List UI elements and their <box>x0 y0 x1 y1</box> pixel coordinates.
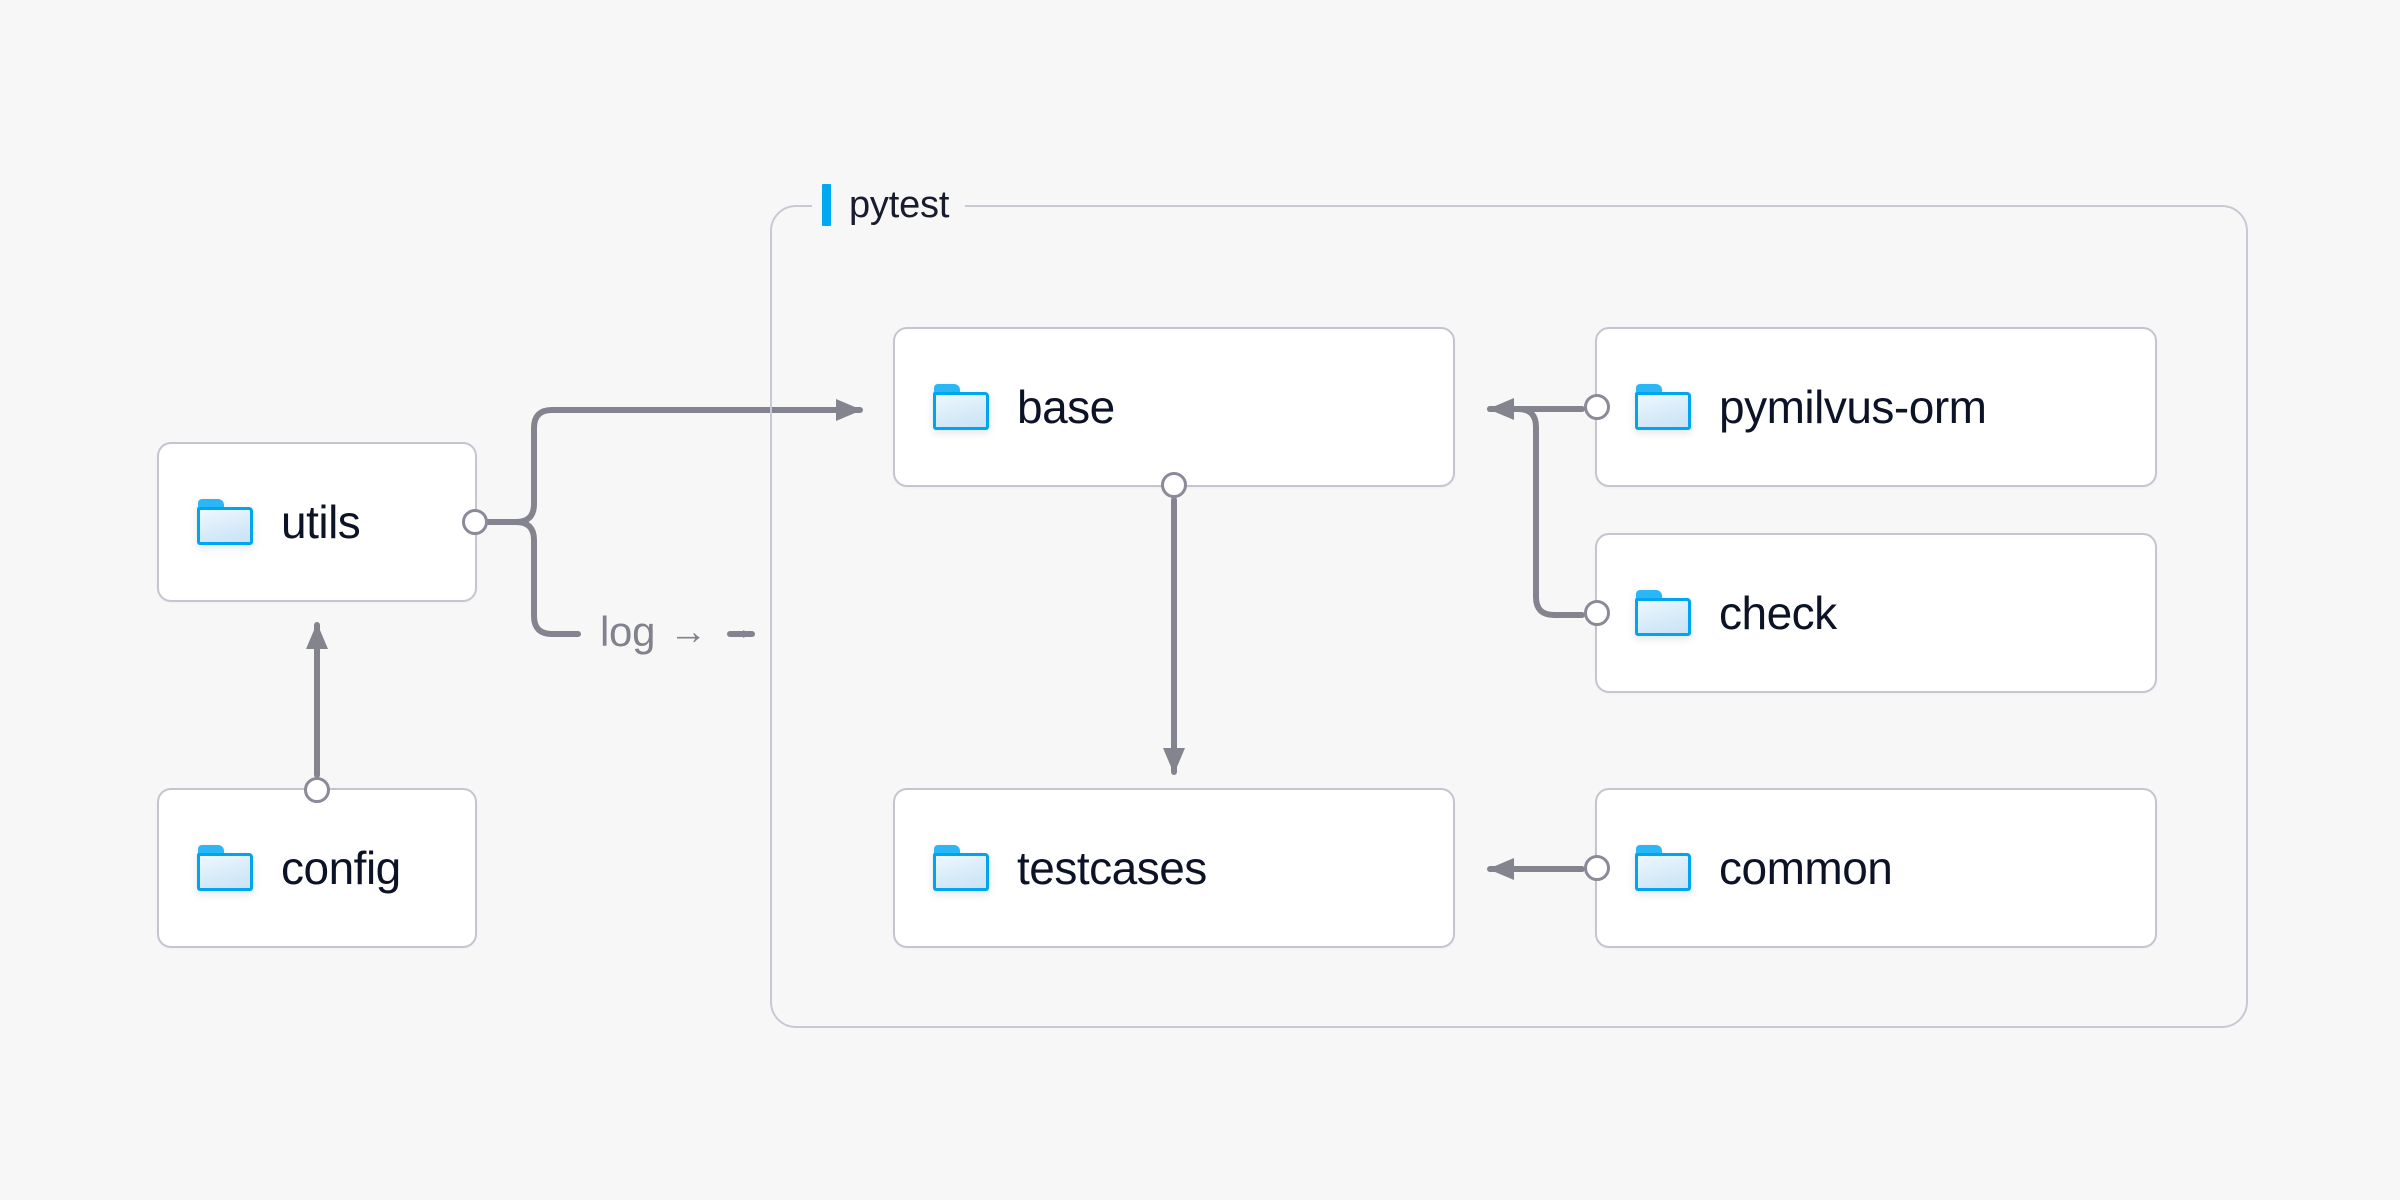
folder-icon <box>1635 845 1691 891</box>
edge-label-log-text: log <box>600 608 656 655</box>
folder-icon <box>1635 384 1691 430</box>
arrow-right-icon: → <box>669 611 707 653</box>
node-label-config: config <box>281 842 401 894</box>
folder-icon <box>933 384 989 430</box>
port-common-left[interactable] <box>1584 855 1610 881</box>
node-check[interactable]: check <box>1584 533 2157 693</box>
pytest-group-label: pytest <box>812 178 966 232</box>
port-base-bottom[interactable] <box>1161 472 1187 498</box>
group-title-text: pytest <box>849 183 950 226</box>
node-label-utils: utils <box>281 496 361 548</box>
folder-icon <box>197 845 253 891</box>
node-label-base: base <box>1017 381 1115 433</box>
pytest-group-container[interactable] <box>770 205 2248 1028</box>
node-utils[interactable]: utils <box>157 442 488 602</box>
folder-icon <box>933 845 989 891</box>
node-config[interactable]: config <box>157 777 477 948</box>
node-label-testcases: testcases <box>1017 842 1207 894</box>
vertical-bar-accent-icon <box>822 184 831 226</box>
node-label-check: check <box>1719 587 1837 639</box>
folder-icon <box>1635 590 1691 636</box>
port-utils-right[interactable] <box>462 509 488 535</box>
port-config-top[interactable] <box>304 777 330 803</box>
node-common[interactable]: common <box>1584 788 2157 948</box>
node-base[interactable]: base <box>893 327 1455 498</box>
node-label-pymilvus-orm: pymilvus-orm <box>1719 381 1987 433</box>
node-label-common: common <box>1719 842 1893 894</box>
port-pymilvus-orm-left[interactable] <box>1584 394 1610 420</box>
edge-label-log: log → <box>600 608 707 656</box>
edge-utils-to-log <box>486 519 581 637</box>
port-check-left[interactable] <box>1584 600 1610 626</box>
folder-icon <box>197 499 253 545</box>
node-pymilvus-orm[interactable]: pymilvus-orm <box>1584 327 2157 487</box>
node-testcases[interactable]: testcases <box>893 788 1455 948</box>
